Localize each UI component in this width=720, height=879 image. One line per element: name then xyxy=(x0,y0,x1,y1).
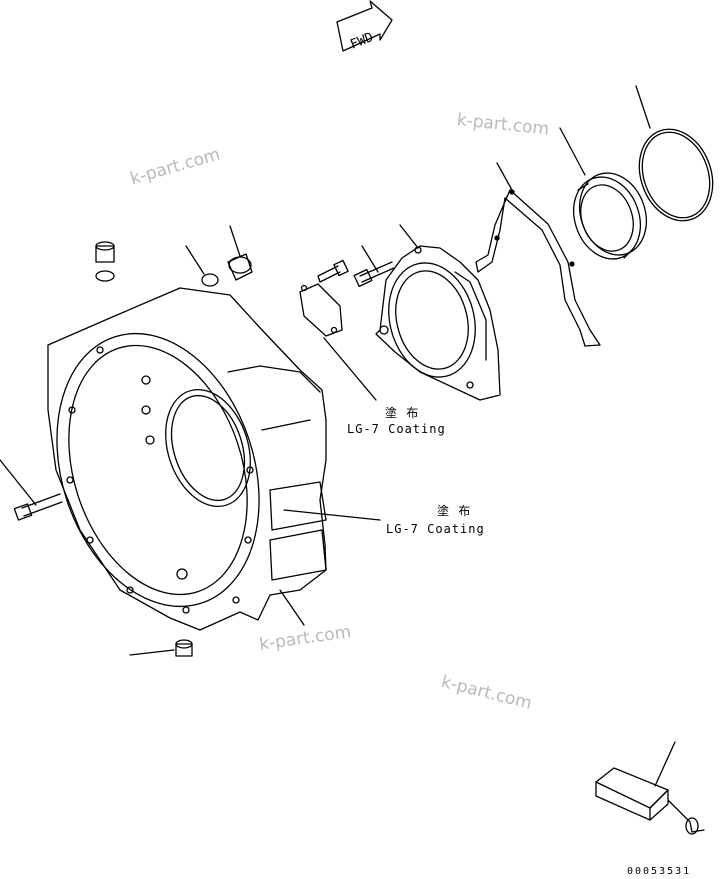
plug-icon xyxy=(129,639,193,657)
o-ring-large xyxy=(635,85,714,222)
plug-icon xyxy=(95,241,115,282)
callout-en: LG-7 Coating xyxy=(386,522,485,536)
bolt-icon xyxy=(353,245,395,288)
plug-icon xyxy=(227,225,253,281)
o-ring-small xyxy=(201,273,219,287)
tool-icon xyxy=(595,741,705,835)
drawing-number: 00053531 xyxy=(627,866,692,877)
bolt-icon xyxy=(0,459,63,521)
flywheel-housing xyxy=(47,287,381,631)
cover-plate xyxy=(299,283,343,337)
callout-jp: 塗 布 xyxy=(437,504,472,518)
callout-en: LG-7 Coating xyxy=(347,422,446,436)
callout-jp: 塗 布 xyxy=(385,406,420,420)
bolt-icon xyxy=(317,259,349,283)
oil-seal-ring xyxy=(559,127,647,260)
seal-housing xyxy=(375,224,501,401)
gasket xyxy=(475,162,601,347)
fwd-arrow-icon: FWD xyxy=(336,0,393,53)
